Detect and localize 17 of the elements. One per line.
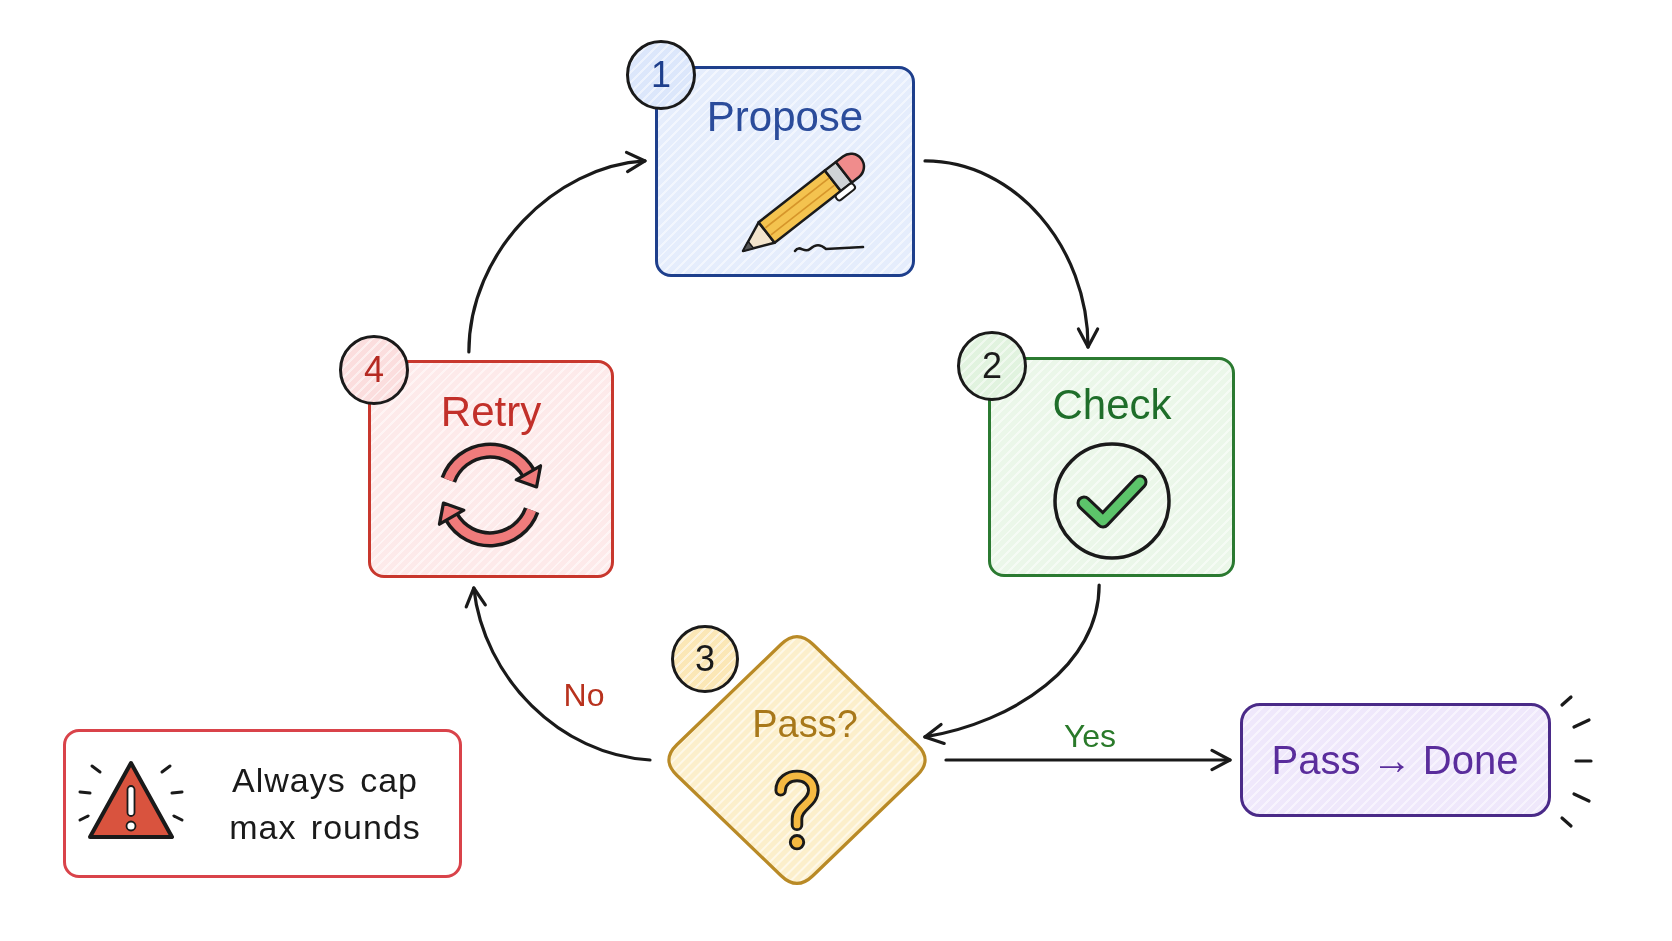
arrow	[465, 586, 652, 762]
note-card	[63, 729, 462, 878]
result-card	[1240, 703, 1551, 817]
step-title: Check	[1052, 380, 1172, 430]
note-text: Always cap max rounds	[228, 760, 422, 848]
step-number: 3	[695, 638, 715, 680]
step-number: 4	[364, 349, 384, 391]
step-title: Propose	[706, 92, 864, 142]
arrow	[923, 583, 1101, 745]
result-text: Pass → Done	[1271, 737, 1519, 783]
step-title: Retry	[440, 387, 542, 437]
decision-label: Pass?	[752, 703, 858, 747]
step-number: 1	[651, 54, 671, 96]
step-number: 2	[982, 345, 1002, 387]
arrow	[923, 159, 1099, 349]
arrow	[944, 748, 1232, 772]
arrow	[467, 152, 647, 354]
